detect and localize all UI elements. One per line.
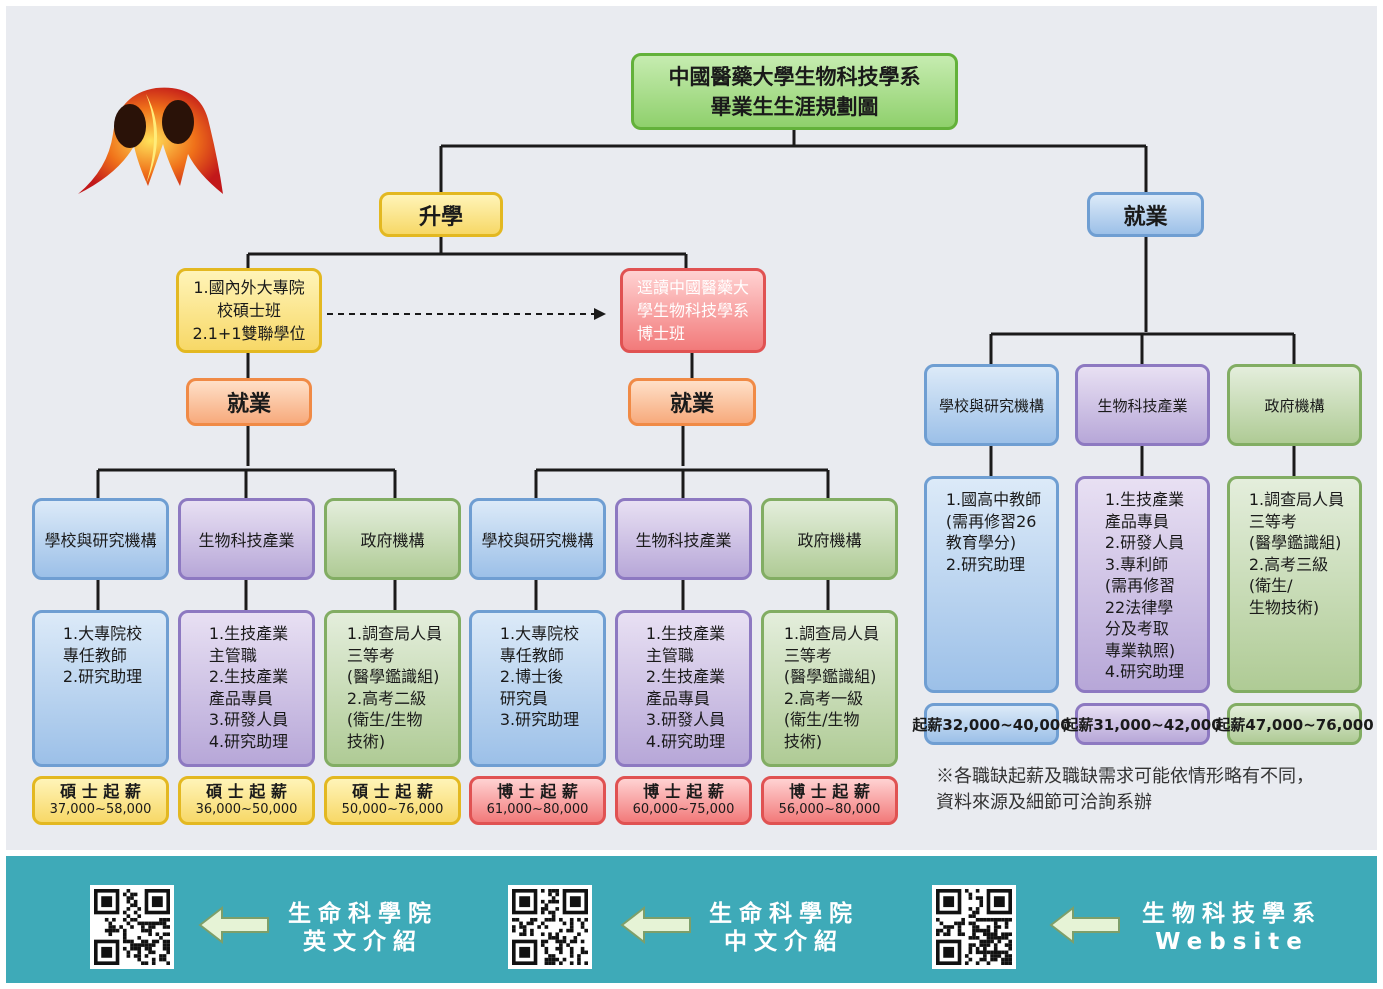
arrow-left-icon	[198, 905, 269, 945]
phd-jobs-government: 1.調查局人員 三等考 (醫學鑑識組) 2.高考一級 (衛生/生物 技術)	[761, 610, 898, 767]
arrow-left-icon	[620, 905, 691, 945]
salary-label: 博 士 起 薪	[789, 781, 870, 801]
salary-label: 博 士 起 薪	[643, 781, 724, 801]
salary-label: 碩 士 起 薪	[352, 781, 433, 801]
bachelor-jobs-government: 1.調查局人員 三等考 (醫學鑑識組) 2.高考三級 (衛生/ 生物技術)	[1227, 476, 1362, 693]
employment-label: 就業	[1087, 192, 1204, 237]
salary-range: 60,000~75,000	[632, 801, 735, 817]
master-sector-government: 政府機構	[324, 498, 461, 580]
department-logo-icon	[68, 74, 228, 204]
master-sector-school: 學校與研究機構	[32, 498, 169, 580]
salary-label: 碩 士 起 薪	[206, 781, 287, 801]
department-website-link[interactable]: 生物科技學系 Website	[1142, 901, 1322, 955]
bachelor-sector-biotech: 生物科技產業	[1075, 364, 1210, 446]
phd-program-box: 逕讀中國醫藥大 學生物科技學系 博士班	[620, 268, 766, 353]
salary-range: 56,000~80,000	[778, 801, 881, 817]
master-program-box: 1.國內外大專院 校碩士班 2.1+1雙聯學位	[176, 268, 322, 353]
master-employment-label: 就業	[186, 378, 312, 426]
bachelor-jobs-school: 1.國高中教師 (需再修習26 教育學分) 2.研究助理	[924, 476, 1059, 693]
master-sector-biotech: 生物科技產業	[178, 498, 315, 580]
phd-sector-government: 政府機構	[761, 498, 898, 580]
connector-lines	[96, 129, 1296, 610]
qr-code-icon[interactable]	[90, 885, 174, 969]
bachelor-jobs-biotech: 1.生技產業 產品專員 2.研發人員 3.專利師 (需再修習 22法律學 分及考…	[1075, 476, 1210, 693]
bachelor-salary-biotech: 起薪31,000~42,000	[1063, 703, 1222, 745]
college-english-intro-link[interactable]: 生命科學院 英文介紹	[288, 901, 438, 955]
phd-employment-label: 就業	[628, 378, 756, 426]
phd-jobs-biotech: 1.生技產業 主管職 2.生技產業 產品專員 3.研發人員 4.研究助理	[615, 610, 752, 767]
salary-range: 36,000~50,000	[195, 801, 298, 817]
salary-range: 50,000~76,000	[341, 801, 444, 817]
salary-range: 37,000~58,000	[49, 801, 152, 817]
master-jobs-school: 1.大專院校 專任教師 2.研究助理	[32, 610, 169, 767]
footer-links: 生命科學院 英文介紹 生命科學院 中文介紹 生物科技學系 Website	[6, 856, 1377, 983]
page-title: 中國醫藥大學生物科技學系 畢業生生涯規劃圖	[631, 53, 958, 130]
salary-label: 博 士 起 薪	[497, 781, 578, 801]
salary-range: 61,000~80,000	[486, 801, 589, 817]
salary-label: 碩 士 起 薪	[60, 781, 141, 801]
arrow-left-icon	[1049, 905, 1120, 945]
phd-sector-school: 學校與研究機構	[469, 498, 606, 580]
career-diagram: 中國醫藥大學生物科技學系 畢業生生涯規劃圖 升學 就業 1.國內外大專院 校碩士…	[6, 6, 1377, 850]
master-jobs-biotech: 1.生技產業 主管職 2.生技產業 產品專員 3.研發人員 4.研究助理	[178, 610, 315, 767]
qr-code-icon[interactable]	[932, 885, 1016, 969]
phd-jobs-school: 1.大專院校 專任教師 2.博士後 研究員 3.研究助理	[469, 610, 606, 767]
bachelor-sector-school: 學校與研究機構	[924, 364, 1059, 446]
bachelor-salary-school: 起薪32,000~40,000	[912, 703, 1071, 745]
phd-sector-biotech: 生物科技產業	[615, 498, 752, 580]
bachelor-sector-government: 政府機構	[1227, 364, 1362, 446]
college-chinese-intro-link[interactable]: 生命科學院 中文介紹	[709, 901, 859, 955]
further-study-label: 升學	[379, 192, 503, 237]
qr-code-icon[interactable]	[508, 885, 592, 969]
master-jobs-government: 1.調查局人員 三等考 (醫學鑑識組) 2.高考二級 (衛生/生物 技術)	[324, 610, 461, 767]
bachelor-salary-government: 起薪47,000~76,000	[1215, 703, 1374, 745]
salary-note: ※各職缺起薪及職缺需求可能依情形略有不同， 資料來源及細節可洽詢系辦	[936, 766, 1314, 813]
